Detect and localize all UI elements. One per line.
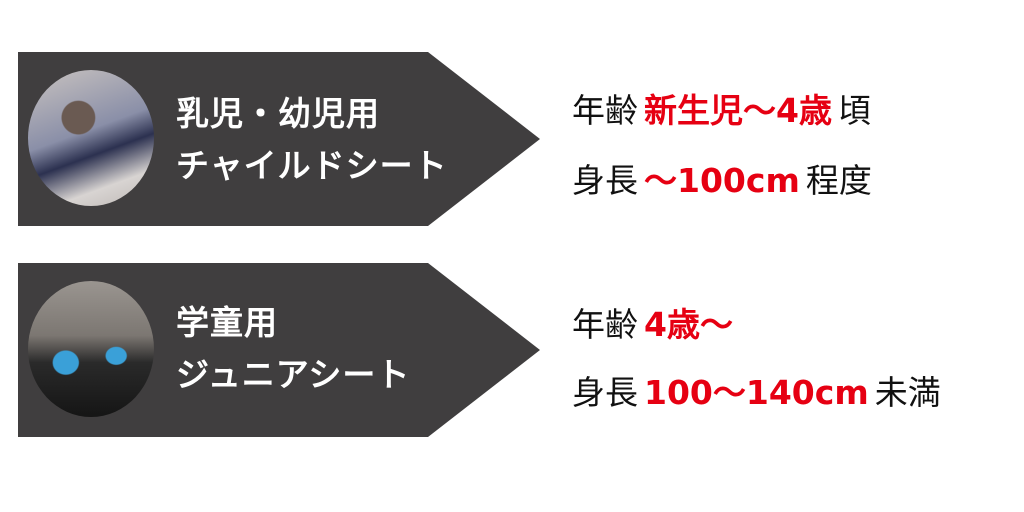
age-label: 年齢 (572, 91, 638, 130)
height-suffix: 程度 (805, 161, 872, 200)
age-label: 年齢 (572, 305, 638, 344)
seat-title-line2: ジュニアシート (176, 355, 411, 394)
junior-seat-banner: 学童用 ジュニアシート (18, 263, 540, 437)
child-seat-age: 年齢新生児〜4歳頃 (572, 84, 877, 132)
seat-title: 学童用 ジュニアシート (176, 297, 410, 401)
child-in-car-seat-photo (28, 70, 154, 206)
height-value: 100〜140cm (644, 373, 869, 412)
seat-title-line1: 乳児・幼児用 (176, 94, 380, 133)
child-seat-banner: 乳児・幼児用 チャイルドシート (18, 52, 540, 226)
age-suffix: 頃 (837, 91, 871, 130)
arrow-shape (18, 263, 540, 437)
height-label: 身長 (572, 161, 638, 200)
booster-seat-photo (28, 281, 154, 417)
height-label: 身長 (572, 373, 638, 412)
arrow-shape (18, 52, 540, 226)
seat-title-line2: チャイルドシート (176, 146, 448, 185)
height-suffix: 未満 (874, 373, 941, 412)
height-value: 〜100cm (644, 161, 800, 200)
age-value: 4歳〜 (644, 305, 733, 344)
seat-title: 乳児・幼児用 チャイルドシート (176, 88, 448, 192)
age-value: 新生児〜4歳 (644, 91, 832, 130)
seat-title-line1: 学童用 (176, 303, 278, 342)
